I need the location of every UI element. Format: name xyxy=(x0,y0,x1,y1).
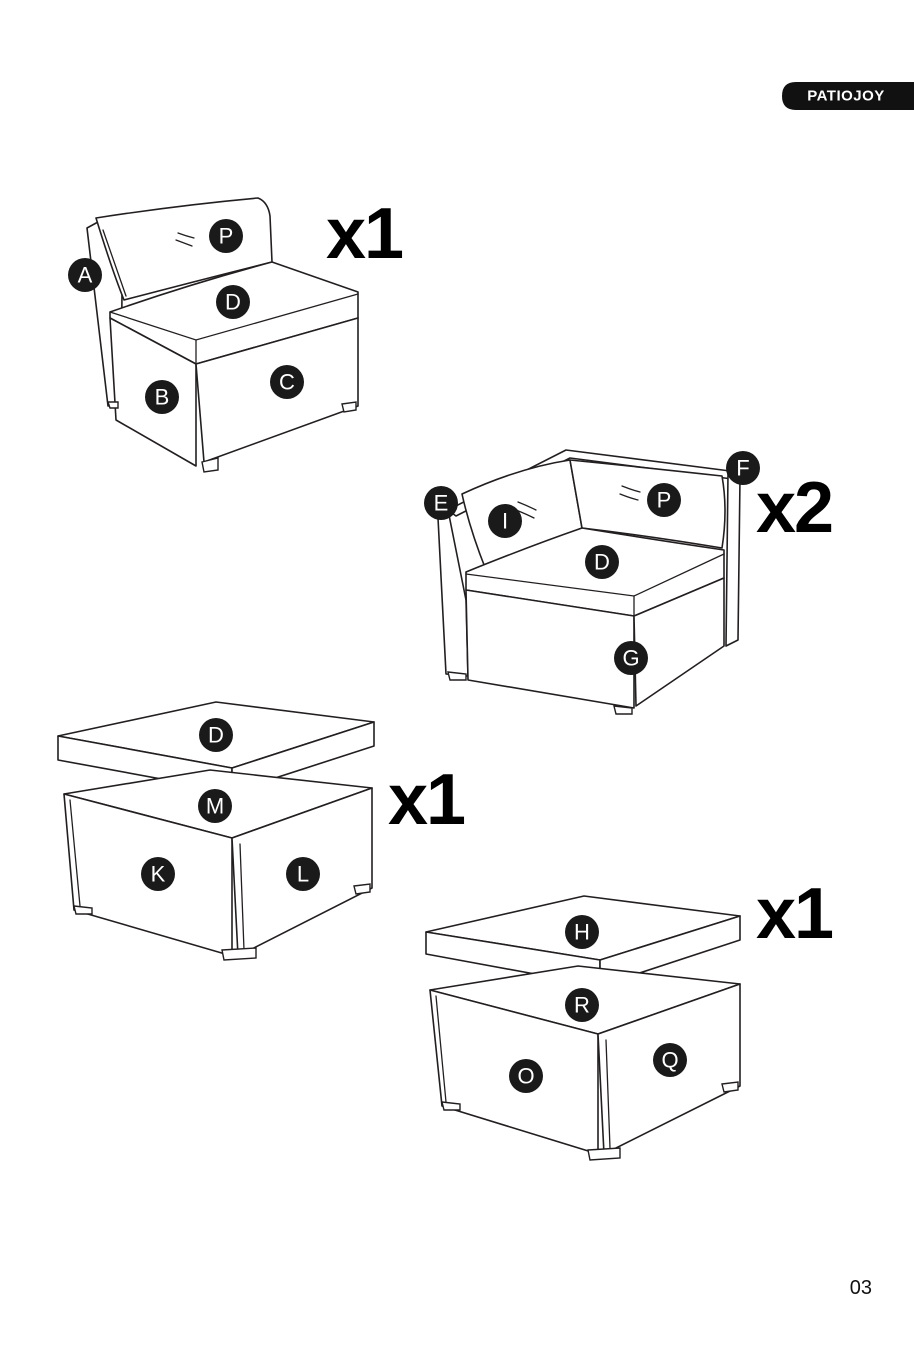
svg-text:H: H xyxy=(574,920,590,945)
corner-chair-illustration xyxy=(438,450,740,714)
part-label-h: H xyxy=(565,915,599,949)
part-label-d: D xyxy=(216,285,250,319)
part-label-m: M xyxy=(198,789,232,823)
part-label-b: B xyxy=(145,380,179,414)
part-label-f: F xyxy=(726,451,760,485)
part-label-d: D xyxy=(199,718,233,752)
part-label-r: R xyxy=(565,988,599,1022)
svg-text:K: K xyxy=(151,862,166,887)
part-label-d: D xyxy=(585,545,619,579)
part-label-g: G xyxy=(614,641,648,675)
svg-text:P: P xyxy=(657,488,672,513)
part-label-p: P xyxy=(209,219,243,253)
part-label-i: I xyxy=(488,504,522,538)
svg-text:A: A xyxy=(78,263,93,288)
svg-text:C: C xyxy=(279,370,295,395)
svg-text:D: D xyxy=(225,290,241,315)
brand-logo-text: PATIOJOY xyxy=(807,88,885,105)
quantity-armless-chair: x1 xyxy=(326,194,403,274)
svg-text:R: R xyxy=(574,993,590,1018)
page-number: 03 xyxy=(850,1277,872,1300)
svg-text:F: F xyxy=(736,456,749,481)
svg-text:E: E xyxy=(434,491,449,516)
part-label-o: O xyxy=(509,1059,543,1093)
svg-text:D: D xyxy=(208,723,224,748)
quantity-corner-chair: x2 xyxy=(756,468,832,548)
quantity-coffee-table: x1 xyxy=(388,760,465,840)
part-label-q: Q xyxy=(653,1043,687,1077)
svg-text:Q: Q xyxy=(661,1048,678,1073)
part-label-p: P xyxy=(647,483,681,517)
svg-text:M: M xyxy=(206,794,224,819)
part-label-l: L xyxy=(286,857,320,891)
svg-text:G: G xyxy=(622,646,639,671)
svg-text:L: L xyxy=(297,862,309,887)
part-label-c: C xyxy=(270,365,304,399)
svg-text:I: I xyxy=(502,509,508,534)
quantity-ottoman: x1 xyxy=(756,874,833,954)
part-label-a: A xyxy=(68,258,102,292)
part-label-k: K xyxy=(141,857,175,891)
svg-text:P: P xyxy=(219,224,234,249)
svg-text:O: O xyxy=(517,1064,534,1089)
brand-logo: PATIOJOY xyxy=(782,82,914,110)
part-label-e: E xyxy=(424,486,458,520)
svg-text:D: D xyxy=(594,550,610,575)
svg-text:B: B xyxy=(155,385,170,410)
